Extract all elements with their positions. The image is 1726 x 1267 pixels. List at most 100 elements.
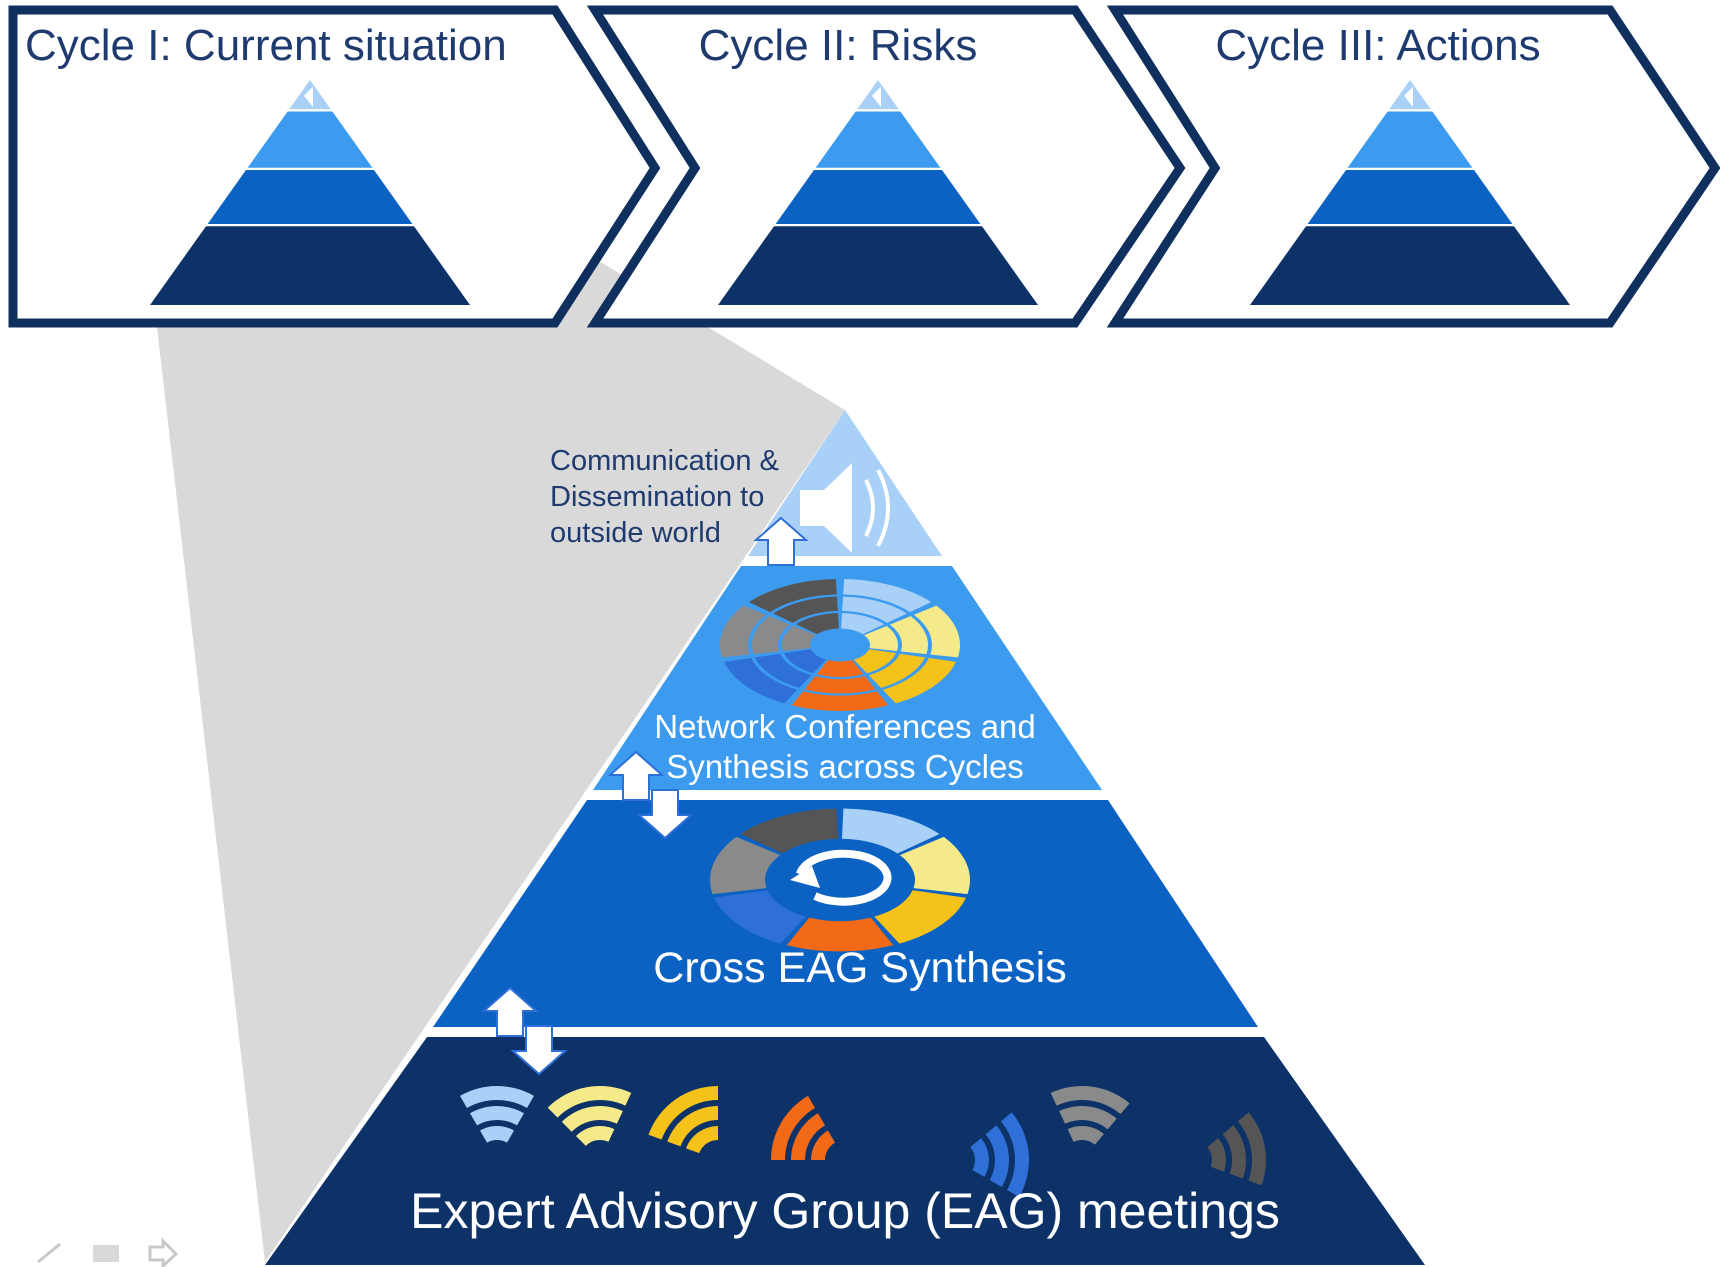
small-pyramids <box>150 80 1570 305</box>
ring-segment <box>804 676 876 694</box>
fan-stripe <box>460 1086 534 1109</box>
ring-segment <box>748 579 837 613</box>
ring-segment <box>773 596 838 623</box>
eag-fan-icon <box>648 1086 718 1154</box>
ring-segment <box>882 657 956 704</box>
small-pyramid-tier <box>247 111 373 168</box>
arrow-down <box>636 789 694 840</box>
zoom-projection <box>155 80 845 1262</box>
fan-stripe <box>667 1106 718 1147</box>
fan-stripe <box>1207 1138 1226 1172</box>
cycle-title: Cycle III: Actions <box>1215 21 1540 70</box>
next-arrow-icon[interactable] <box>148 1237 179 1267</box>
fan-stripe <box>470 1106 524 1126</box>
ring-segment <box>816 660 864 677</box>
small-pyramid <box>718 80 1038 305</box>
small-pyramid <box>1250 80 1570 305</box>
ring-segment <box>843 579 932 613</box>
communication-line: Dissemination to <box>550 481 764 513</box>
fan-stripe <box>1237 1112 1266 1186</box>
ring-segment <box>710 836 781 895</box>
fan-stripe <box>1222 1125 1246 1179</box>
small-pyramid-tier <box>150 226 470 305</box>
fan-stripe <box>811 1130 835 1160</box>
fan-stripe <box>1050 1086 1130 1115</box>
eag-fan-icon <box>1207 1112 1266 1186</box>
fan-stripe <box>970 1138 989 1177</box>
ring-segment <box>899 836 970 895</box>
fan-stripe <box>686 1126 718 1154</box>
pen-icon[interactable] <box>37 1242 61 1264</box>
fan-stripe <box>1000 1112 1029 1197</box>
network-ring-icon <box>720 579 960 711</box>
ring-segment <box>783 649 827 674</box>
network-conferences-label: Network Conferences and <box>654 708 1036 745</box>
refresh-arrowhead <box>790 866 820 888</box>
ring-segment <box>724 657 798 704</box>
communication-line: outside world <box>550 517 721 549</box>
small-pyramid-tier <box>1307 170 1513 224</box>
speaker-icon <box>1404 86 1413 107</box>
eag-fan-icon <box>970 1112 1029 1197</box>
ring-segment <box>754 653 812 688</box>
ring-segment <box>841 808 940 854</box>
speaker-wave <box>876 469 890 547</box>
fan-stripe <box>1067 1126 1104 1145</box>
double-arrow-icon <box>607 750 694 840</box>
communication-line: Communication & <box>550 445 779 477</box>
fan-stripe <box>561 1106 623 1132</box>
fan-stripe <box>575 1125 615 1146</box>
ring-segment <box>853 649 897 674</box>
speaker-body <box>800 490 824 526</box>
tier-eag-meetings <box>265 1037 1425 1265</box>
network-conferences-label: Synthesis across Cycles <box>666 748 1024 785</box>
refresh-arc <box>796 849 892 906</box>
speaker-icon <box>800 463 890 553</box>
communication-label: Communication & Dissemination to outside… <box>550 445 779 549</box>
ring-segment <box>913 605 960 658</box>
arrow-down <box>510 1025 568 1076</box>
ring-segment <box>714 890 806 944</box>
speaker-wave <box>864 479 875 537</box>
small-pyramid-tier <box>1250 226 1570 305</box>
speaker-icon <box>872 86 881 107</box>
eag-fan-icons <box>460 1086 1266 1197</box>
ring-segment <box>795 613 839 635</box>
ring-segment <box>740 808 839 854</box>
arrow-up <box>481 986 539 1037</box>
small-pyramid-tier <box>1347 111 1473 168</box>
speaker-icon <box>304 86 313 107</box>
ring-center <box>814 631 866 659</box>
eag-fan-icon <box>771 1095 835 1160</box>
ring-segment <box>752 616 791 655</box>
tier-network-conferences <box>593 566 1102 790</box>
ring-segment <box>874 890 966 944</box>
slides-icon[interactable] <box>93 1245 119 1262</box>
fan-stripe <box>771 1095 815 1160</box>
eag-fan-icon <box>460 1086 534 1143</box>
fan-stripe <box>985 1125 1009 1187</box>
small-pyramid-tier <box>207 170 413 224</box>
eag-meetings-label: Expert Advisory Group (EAG) meetings <box>410 1183 1280 1239</box>
small-pyramid <box>150 80 470 305</box>
ring-segment <box>720 605 767 658</box>
small-pyramid-tier <box>775 170 981 224</box>
fan-stripe <box>648 1086 718 1140</box>
fan-stripe <box>1059 1106 1117 1130</box>
small-pyramid-tier <box>815 111 941 168</box>
cycle-title: Cycle I: Current situation <box>25 21 507 70</box>
double-arrow-icon <box>481 986 568 1076</box>
arrow-up <box>607 750 665 801</box>
eag-fan-icon <box>1050 1086 1130 1145</box>
fan-stripe <box>480 1126 514 1143</box>
ring-segment <box>889 616 928 655</box>
refresh-cycle-icon <box>710 808 970 952</box>
speaker-cone <box>824 463 852 553</box>
ring-segment <box>842 596 907 623</box>
ring-segment <box>868 653 926 688</box>
ring-segment <box>782 625 816 652</box>
slide-toolbar[interactable] <box>37 1237 179 1267</box>
ring-segment <box>786 917 894 952</box>
cycle-title: Cycle II: Risks <box>699 21 978 70</box>
